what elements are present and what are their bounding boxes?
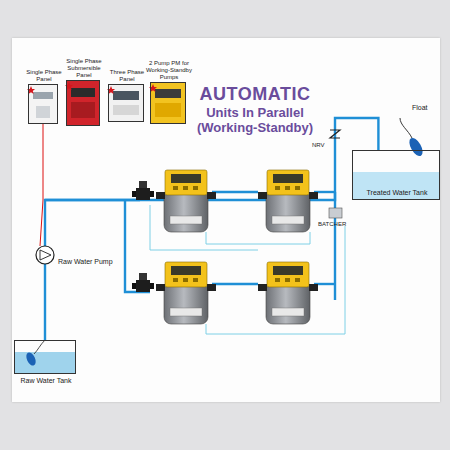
node-text: Single Phase Submersible Panel xyxy=(63,58,105,79)
control-panel: Single Phase Panel xyxy=(28,84,58,124)
node-text: Single Phase Panel xyxy=(23,69,65,83)
batcher-label: BATCHER xyxy=(318,221,354,228)
node-text: Treated Water Tank xyxy=(357,189,437,197)
diagram-title: AUTOMATIC xyxy=(180,84,330,105)
control-panel: 2 Pump PM for Working-Standby Pumps xyxy=(150,82,186,124)
control-panel: Single Phase Submersible Panel xyxy=(66,80,100,126)
valve-label: NRV xyxy=(312,142,334,149)
float-label: Float xyxy=(412,104,438,112)
water-pipe xyxy=(45,118,378,340)
pump-label: Raw Water Pump xyxy=(58,258,128,266)
control-panel: Three Phase Panel xyxy=(108,84,144,122)
raw-water-tank: Raw Water Tank xyxy=(14,340,76,374)
node-text: 2 Pump PM for Working-Standby Pumps xyxy=(146,60,192,81)
treated-water-tank: Treated Water Tank xyxy=(352,150,440,200)
subtitle: Units In Parallel (Working-Standby) xyxy=(190,106,320,136)
node-text: Raw Water Tank xyxy=(6,377,86,385)
node-text: Three Phase Panel xyxy=(106,69,148,83)
